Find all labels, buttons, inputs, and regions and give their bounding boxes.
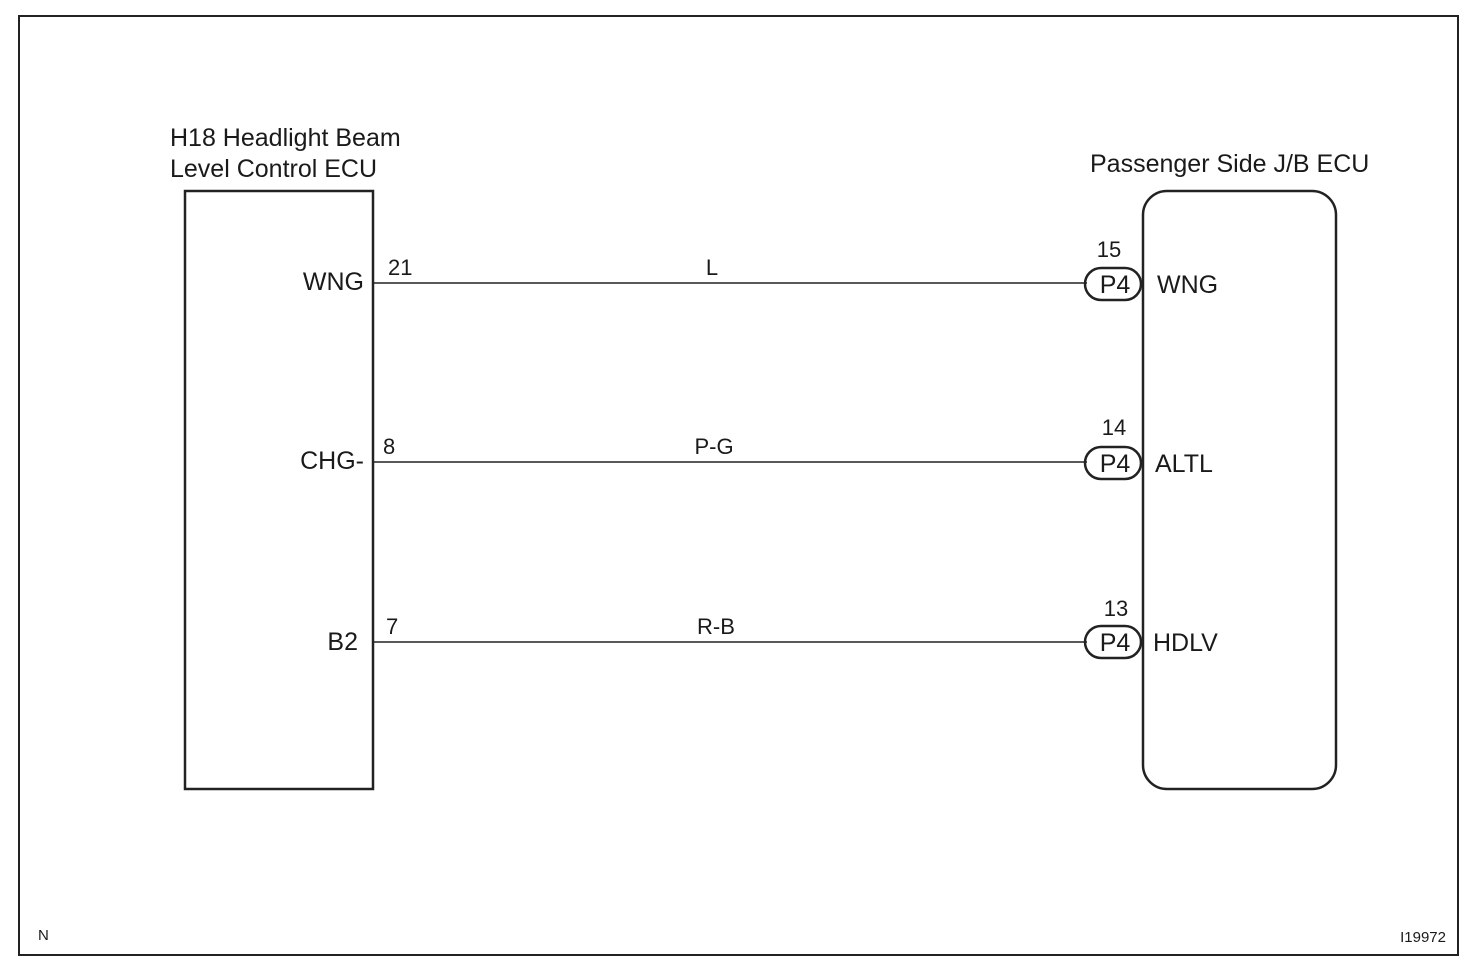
right-terminal-label: HDLV <box>1153 629 1218 657</box>
connection-chg: CHG- 8 P-G 14 P4 ALTL <box>300 415 1213 481</box>
left-pin-number: 21 <box>388 255 412 280</box>
left-pin-number: 7 <box>386 614 398 639</box>
connection-b2: B2 7 R-B 13 P4 HDLV <box>327 596 1218 660</box>
connector-label: P4 <box>1100 450 1131 478</box>
diagram-frame <box>18 15 1459 956</box>
left-terminal-label: B2 <box>327 628 358 656</box>
wire-color-label: R-B <box>697 614 735 639</box>
wire-color-label: L <box>706 255 718 280</box>
left-component-title-line2: Level Control ECU <box>170 155 377 183</box>
left-pin-number: 8 <box>383 434 395 459</box>
wire-color-label: P-G <box>694 434 733 459</box>
left-component-box <box>183 189 375 791</box>
right-pin-number: 14 <box>1102 415 1126 440</box>
right-terminal-label: ALTL <box>1155 450 1213 478</box>
footer-left-mark: N <box>38 927 49 944</box>
right-pin-number: 15 <box>1097 237 1121 262</box>
connector-badge <box>1083 624 1143 660</box>
left-terminal-label: WNG <box>303 268 364 296</box>
left-component-title-line1: H18 Headlight Beam <box>170 124 401 152</box>
connector-label: P4 <box>1100 271 1131 299</box>
right-pin-number: 13 <box>1104 596 1128 621</box>
right-terminal-label: WNG <box>1157 271 1218 299</box>
connector-label: P4 <box>1100 629 1131 657</box>
right-component-title: Passenger Side J/B ECU <box>1090 150 1369 178</box>
figure-code: I19972 <box>1400 929 1446 946</box>
right-component-box <box>1141 189 1338 791</box>
connector-badge <box>1083 445 1143 481</box>
left-terminal-label: CHG- <box>300 447 364 475</box>
connector-badge <box>1083 266 1143 302</box>
connection-wng: WNG 21 L 15 P4 WNG <box>303 237 1218 302</box>
